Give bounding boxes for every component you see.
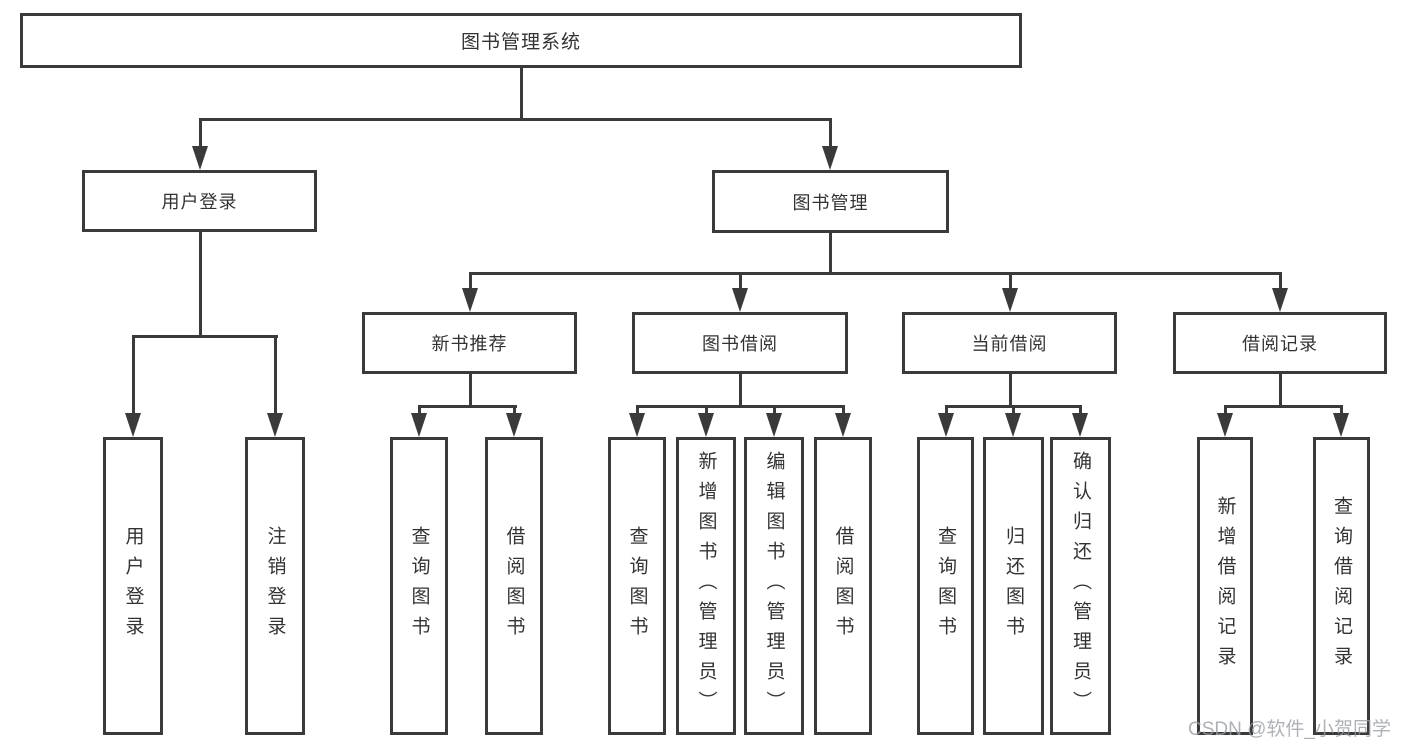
connector-vline [1224,405,1227,415]
connector-vline [945,405,948,415]
connector-vline [842,405,845,415]
node-book-borrow: 图书借阅 [632,312,848,374]
node-book-management: 图书管理 [712,170,949,233]
connector-vline [829,118,832,148]
leaf-label: 查询图书 [935,526,956,646]
arrowhead-down-icon [1005,413,1021,437]
arrowhead-down-icon [1072,413,1088,437]
connector-vline [1279,374,1282,408]
leaf-borrow-books-1: 借阅图书 [485,437,543,735]
connector-vline [1079,405,1082,415]
node-current-borrow: 当前借阅 [902,312,1117,374]
arrowhead-down-icon [1272,288,1288,312]
connector-vline [469,272,472,290]
node-label: 当前借阅 [971,334,1048,354]
leaf-borrow-books-2: 借阅图书 [814,437,872,735]
leaf-edit-book-admin: 编辑图书（管理员） [744,437,804,735]
node-new-book-recommend: 新书推荐 [362,312,577,374]
connector-vline [705,405,708,415]
node-label: 用户登录 [161,192,238,212]
leaf-query-books-1: 查询图书 [390,437,448,735]
node-label: 借阅记录 [1242,334,1318,354]
connector-vline [829,233,832,275]
leaf-label: 新增图书（管理员） [695,451,717,721]
connector-vline [773,405,776,415]
leaf-label: 编辑图书（管理员） [763,451,785,721]
leaf-query-books-2: 查询图书 [608,437,666,735]
leaf-label: 注销登录 [264,526,286,646]
leaf-return-book: 归还图书 [983,437,1044,735]
leaf-add-borrow-record: 新增借阅记录 [1197,437,1253,735]
connector-vline [1012,405,1015,415]
leaf-query-borrow-record: 查询借阅记录 [1313,437,1370,735]
leaf-logout: 注销登录 [245,437,305,735]
leaf-label: 新增借阅记录 [1214,496,1236,676]
connector-vline [520,68,523,121]
arrowhead-down-icon [1333,413,1349,437]
node-user-login: 用户登录 [82,170,317,232]
leaf-user-login: 用户登录 [103,437,163,735]
connector-hline [1224,405,1343,408]
leaf-label: 借阅图书 [832,526,854,646]
node-borrow-records: 借阅记录 [1173,312,1387,374]
node-label: 新书推荐 [431,334,508,354]
connector-hline [418,405,517,408]
connector-vline [132,335,135,415]
csdn-watermark: CSDN @软件_小贺同学 [1188,719,1391,740]
leaf-label: 确认归还（管理员） [1070,451,1091,721]
connector-hline [132,335,278,338]
leaf-label: 查询图书 [626,526,648,646]
connector-vline [418,405,421,415]
arrowhead-down-icon [835,413,851,437]
connector-vline [513,405,516,415]
connector-vline [1009,272,1012,290]
arrowhead-down-icon [822,146,838,170]
leaf-label: 用户登录 [122,526,144,646]
leaf-add-book-admin: 新增图书（管理员） [676,437,736,735]
arrowhead-down-icon [698,413,714,437]
connector-vline [636,405,639,415]
arrowhead-down-icon [732,288,748,312]
leaf-label: 借阅图书 [503,526,525,646]
arrowhead-down-icon [462,288,478,312]
connector-hline [469,272,1282,275]
arrowhead-down-icon [1217,413,1233,437]
arrowhead-down-icon [1002,288,1018,312]
connector-vline [739,374,742,408]
arrowhead-down-icon [125,413,141,437]
node-library-system: 图书管理系统 [20,13,1022,68]
connector-vline [274,335,277,415]
arrowhead-down-icon [192,146,208,170]
node-label: 图书管理系统 [460,32,581,53]
node-label: 图书管理 [792,192,869,213]
arrowhead-down-icon [506,413,522,437]
connector-vline [469,374,472,408]
connector-vline [739,272,742,290]
leaf-label: 归还图书 [1003,526,1024,646]
arrowhead-down-icon [938,413,954,437]
leaf-label: 查询借阅记录 [1331,496,1352,676]
connector-vline [1279,272,1282,290]
connector-vline [199,232,202,338]
arrowhead-down-icon [766,413,782,437]
connector-hline [636,405,845,408]
connector-vline [199,118,202,148]
arrowhead-down-icon [411,413,427,437]
leaf-query-books-3: 查询图书 [917,437,974,735]
leaf-label: 查询图书 [408,526,430,646]
connector-vline [1009,374,1012,408]
connector-vline [1340,405,1343,415]
connector-hline [199,118,832,121]
arrowhead-down-icon [629,413,645,437]
arrowhead-down-icon [267,413,283,437]
leaf-confirm-return-admin: 确认归还（管理员） [1050,437,1111,735]
node-label: 图书借阅 [702,334,778,354]
